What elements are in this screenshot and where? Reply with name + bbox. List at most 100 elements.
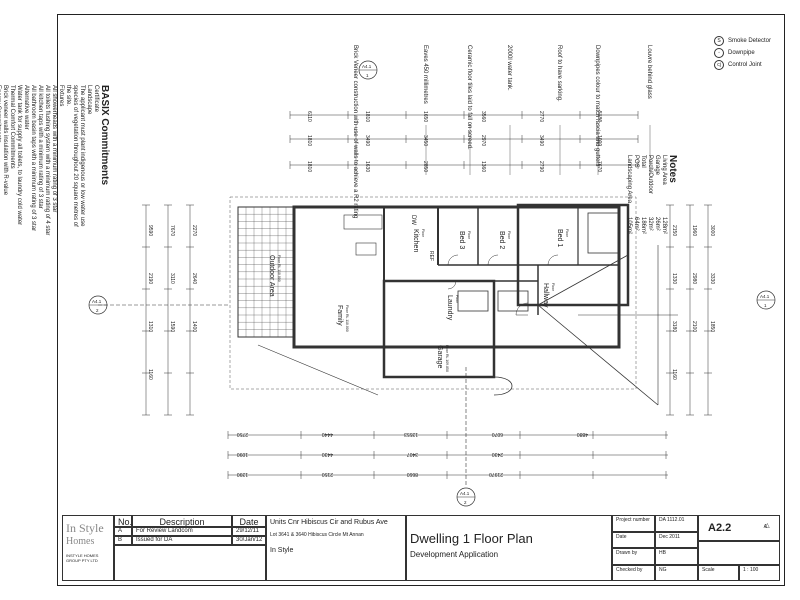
dimension-top-value: 2790 <box>538 161 544 172</box>
dimension-right-value: 1330 <box>671 273 677 284</box>
basix-line: Brick veneer walls insulation with R-val… <box>2 85 8 196</box>
room-label-bed-1: Bed 1 <box>556 229 563 247</box>
field-label: Checked by <box>612 564 655 581</box>
dimension-left-value: 2270 <box>191 225 197 236</box>
section-marker-left-label: A4.1 <box>92 299 102 304</box>
room-sub-laundry: Floor <box>455 295 459 304</box>
dimension-bottom-value: 1090 <box>237 451 248 457</box>
client-name: In Style <box>270 547 294 554</box>
basix-line: species of vegetation throughout 20 squa… <box>72 85 78 227</box>
scale-value: 1 : 100 <box>739 564 780 581</box>
dimension-right-value: 1960 <box>691 225 697 236</box>
annotation-4: 2000l water tank. <box>506 45 512 91</box>
driveway-line <box>537 254 629 306</box>
section-marker-top-number: 1 <box>366 73 369 78</box>
dimension-top-value: 7670 <box>596 161 602 172</box>
rev-b-desc: Issued for DA <box>132 536 232 545</box>
basix-line: The applicant must plant indigenous or l… <box>79 85 85 227</box>
annotation-6: Downpipes colour to match fascia and gut… <box>594 45 600 166</box>
basix-title: BASIX Commitments <box>99 85 110 186</box>
dimension-bottom-value: 2150 <box>322 471 333 477</box>
dimension-top-value: 3490 <box>538 135 544 146</box>
notes-area-row: POS64m² <box>632 155 639 234</box>
room-label-family: Family <box>336 305 343 326</box>
annotation-3: Ceramic floor tiles laid to fall on scre… <box>466 45 472 150</box>
room-label-bed-3: Bed 3 <box>458 231 465 249</box>
notes-area-value: 26m² <box>654 217 660 231</box>
basix-line: Fixtures <box>58 85 64 107</box>
room-sub-bed-1: Floor <box>565 229 569 238</box>
basix-line: All showerheads with a minimum rating of… <box>51 85 57 213</box>
project-address: Units Cnr Hibiscus Cir and Rubus Ave <box>270 519 388 526</box>
boundary-line <box>257 344 379 396</box>
dimension-top-value: 1810 <box>306 161 312 172</box>
dimension-left-value: 3110 <box>169 273 175 284</box>
field-value: NG <box>655 564 698 581</box>
section-marker-bottom-label: A4.1 <box>460 491 470 496</box>
section-marker-bottom-number: 2 <box>464 500 467 505</box>
drawing-title-cell: Dwelling 1 Floor Plan Development Applic… <box>406 515 612 581</box>
dimension-top-value: 1810 <box>306 135 312 146</box>
room-sub-kitchen: Floor <box>421 229 425 238</box>
room-label-bed-2: Bed 2 <box>498 231 505 249</box>
room-sub-bed-3: Floor <box>467 231 471 240</box>
dimension-bottom-value: 4430 <box>322 451 333 457</box>
dimension-bottom-value: 4880 <box>577 431 588 437</box>
room-sub-garage: Floor RL 109.850 <box>445 345 449 372</box>
driveway-line <box>537 304 659 406</box>
dimension-top-value: 1000 <box>596 135 602 146</box>
rev-b-date: 30/Jan/12 <box>232 536 266 545</box>
door-laundry <box>447 280 457 290</box>
rev-header-date: Date <box>232 515 266 527</box>
dimension-left-value: 1590 <box>169 321 175 332</box>
drawing-title: Dwelling 1 Floor Plan <box>410 531 533 546</box>
dimension-left-value: 2640 <box>191 273 197 284</box>
dimension-right-value: 3180 <box>671 321 677 332</box>
legend-label: Downpipe <box>728 50 755 56</box>
notes-area-row: Landscaping Area105m² <box>625 155 632 234</box>
sheet-number: A2.2 <box>708 522 732 534</box>
dimension-bottom-value: 6070 <box>492 431 503 437</box>
room-sub-hallway: Floor <box>551 283 555 292</box>
dimension-left-value: 1160 <box>147 369 153 380</box>
logo-text-2: Homes <box>66 536 95 547</box>
control-joint-icon: cj <box>714 60 724 70</box>
notes-area-label: POS <box>633 155 639 168</box>
kitchen-bench <box>343 214 383 230</box>
notes-area-value: 32m² <box>647 217 653 231</box>
rev-a-desc: For Review Landcom <box>132 527 232 536</box>
dimension-right-value: 3330 <box>709 273 715 284</box>
basix-line: All bathroom basin taps with a minimum r… <box>30 85 36 232</box>
plan-linework <box>88 60 776 507</box>
dimension-bottom-value: 2430 <box>492 451 503 457</box>
basix-line: All toilets flushing system with a minim… <box>44 85 50 236</box>
basix-line: Alternative water <box>23 85 29 130</box>
notes-area-label: Living Area <box>661 155 667 185</box>
laundry-fixture <box>497 290 529 312</box>
section-marker-right-label: A4.1 <box>760 294 770 299</box>
basix-line: Water tank for supply all toilets, to la… <box>16 85 22 226</box>
field-value: DA 1112.01 <box>655 515 698 532</box>
annotation-1: Brick Veneer construction with use of wa… <box>352 45 358 218</box>
dimension-right-value: 2150 <box>671 225 677 236</box>
scale-label: Scale <box>698 564 739 581</box>
dimension-left-value: 1400 <box>191 321 197 332</box>
door-bed3 <box>447 254 459 266</box>
dimension-top-value: 6110 <box>306 111 312 122</box>
notes-area-value: 105m² <box>626 217 632 235</box>
roof-outline <box>229 196 637 390</box>
title-block: In Style Homes INSTYLE HOMES GROUP PTY L… <box>62 515 780 581</box>
section-marker-right-number: 1 <box>764 303 767 308</box>
dimension-top-value: 2770 <box>538 111 544 122</box>
rev-b-no: B <box>114 536 132 545</box>
room-sub-outdoor-area: Floor RL 110.000 <box>277 255 281 282</box>
dimension-top-value: 1650 <box>422 111 428 122</box>
kitchen-island <box>355 242 377 256</box>
basix-line: All kitchen taps with a minimum rating o… <box>37 85 43 209</box>
annotation-5: Roof to have sarking. <box>556 45 562 102</box>
dimension-bottom-value: 13553 <box>404 431 418 437</box>
